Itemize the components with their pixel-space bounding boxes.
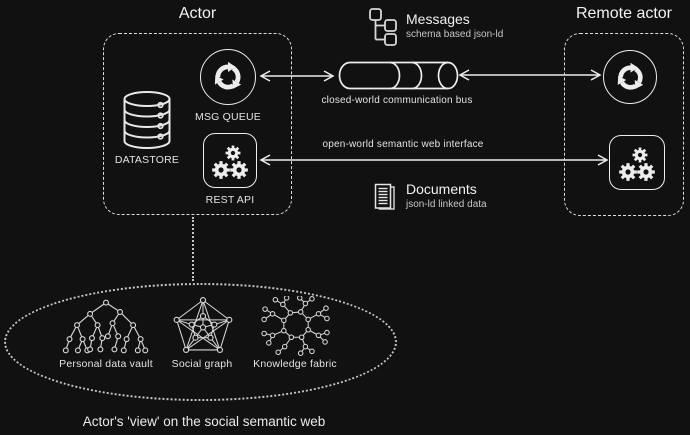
view-item-label: Knowledge fabric [253, 358, 337, 370]
actor-title: Actor [178, 5, 217, 22]
arrow-msgqueue-bus [259, 70, 335, 82]
view-item-label: Social graph [171, 358, 233, 370]
database-icon [122, 90, 172, 150]
network-graph-icon [256, 296, 336, 356]
recycle-icon [211, 60, 245, 94]
pipe-icon [334, 60, 460, 92]
actor-boundary [103, 33, 292, 215]
msg-queue-label: MSG QUEUE [195, 111, 261, 123]
remote-msg-queue-node [603, 50, 657, 104]
messages-title: Messages [406, 11, 470, 27]
schema-tree-icon [368, 6, 398, 46]
bus-label: closed-world communication bus [321, 95, 473, 106]
messages-subtitle: schema based json-ld [406, 29, 504, 40]
datastore-label: DATASTORE [114, 154, 180, 166]
documents-title: Documents [406, 181, 477, 197]
documents-legend: Documents json-ld linked data [406, 181, 487, 210]
remote-actor-title: Remote actor [575, 5, 673, 22]
documents-subtitle: json-ld linked data [406, 199, 487, 210]
gears-icon [615, 141, 659, 185]
arrow-restapi-remote [259, 154, 609, 166]
recycle-icon [614, 61, 647, 94]
rest-api-label: REST API [205, 194, 255, 206]
actor-view-caption: Actor's 'view' on the social semantic we… [82, 414, 326, 429]
arrow-bus-remote [458, 69, 602, 81]
rest-api-node [203, 133, 257, 188]
document-stack-icon [373, 183, 397, 213]
remote-rest-api-node [609, 135, 665, 190]
tree-graph-icon [62, 297, 150, 355]
semantic-interface-label: open-world semantic web interface [322, 139, 484, 150]
gears-icon [208, 139, 252, 183]
actor-view-connector [192, 217, 194, 281]
msg-queue-node [200, 49, 256, 105]
messages-legend: Messages schema based json-ld [406, 11, 503, 40]
view-item-label: Personal data vault [59, 358, 153, 370]
pentagon-graph-icon [172, 296, 234, 355]
actor-view-ellipse [4, 283, 397, 401]
remote-actor-boundary [564, 33, 684, 216]
